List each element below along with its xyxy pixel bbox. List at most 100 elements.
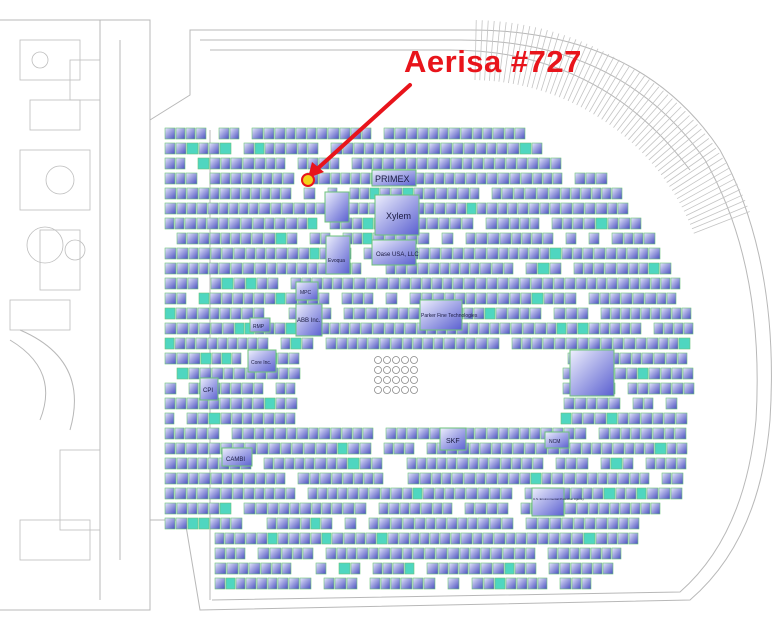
booth — [359, 457, 372, 470]
booth — [553, 292, 565, 305]
booth — [501, 517, 514, 530]
lobby-structure — [29, 99, 81, 131]
booth — [342, 472, 354, 485]
booth — [441, 472, 452, 485]
booth — [327, 127, 340, 140]
lounge-table — [392, 356, 400, 364]
booth — [231, 412, 243, 425]
booth — [264, 292, 276, 305]
booth — [343, 307, 354, 320]
booth — [469, 547, 481, 560]
booth — [230, 307, 242, 320]
booth — [463, 277, 476, 290]
booth — [305, 202, 316, 215]
booth — [543, 292, 554, 305]
booth — [482, 532, 494, 545]
booth — [365, 532, 377, 545]
booth-parker — [419, 299, 463, 331]
booth — [238, 562, 249, 575]
booth — [565, 307, 578, 320]
hatch-line — [616, 82, 655, 131]
booth — [186, 232, 199, 245]
booth — [525, 262, 538, 275]
booth — [196, 217, 207, 230]
booth — [265, 472, 276, 485]
booth — [419, 472, 432, 485]
booth — [319, 472, 332, 485]
booth — [260, 187, 271, 200]
booth — [629, 277, 640, 290]
booth — [623, 337, 636, 350]
booth — [233, 277, 246, 290]
booth — [510, 322, 523, 335]
hatch-line — [498, 22, 507, 82]
booth — [597, 472, 608, 485]
booth — [362, 217, 374, 230]
booth — [472, 127, 483, 140]
booth — [670, 487, 683, 500]
booth — [468, 562, 481, 575]
booth — [187, 457, 198, 470]
booth — [253, 382, 264, 395]
booth — [186, 307, 198, 320]
booth — [275, 472, 286, 485]
booth — [186, 487, 197, 500]
booth — [230, 187, 241, 200]
booth — [351, 157, 363, 170]
booth — [237, 337, 248, 350]
booth — [253, 292, 265, 305]
booth — [392, 562, 405, 575]
booth — [264, 427, 275, 440]
booth — [450, 532, 461, 545]
booth-abb — [295, 303, 323, 337]
lounge-table — [383, 366, 391, 374]
booth — [416, 142, 429, 155]
booth — [519, 427, 530, 440]
booth — [384, 322, 395, 335]
booth — [575, 472, 588, 485]
booth — [441, 232, 454, 245]
booth — [438, 157, 451, 170]
booth — [164, 457, 177, 470]
booth — [598, 427, 610, 440]
booth — [554, 337, 566, 350]
booth — [475, 277, 487, 290]
booth — [584, 517, 596, 530]
booth — [197, 502, 209, 515]
booth — [498, 427, 509, 440]
booth — [600, 457, 611, 470]
booth — [385, 427, 397, 440]
lounge-table — [410, 356, 418, 364]
booth — [266, 517, 277, 530]
booth — [475, 337, 488, 350]
booth — [358, 202, 369, 215]
booth — [250, 187, 261, 200]
booth — [262, 172, 273, 185]
booth — [164, 172, 176, 185]
booth — [382, 157, 395, 170]
booth — [227, 337, 238, 350]
lobby-feature — [45, 165, 75, 195]
booth — [631, 352, 642, 365]
seating-hatching — [474, 20, 750, 234]
booth — [229, 127, 240, 140]
booth — [605, 247, 617, 260]
booth — [164, 292, 177, 305]
booth — [402, 337, 413, 350]
booth — [264, 217, 275, 230]
booth — [281, 562, 292, 575]
booth — [336, 337, 348, 350]
booth-rmp — [249, 317, 271, 333]
booth — [197, 457, 208, 470]
booth — [175, 172, 186, 185]
booth — [310, 517, 321, 530]
booth — [288, 367, 301, 380]
booth — [187, 502, 198, 515]
booth — [376, 277, 389, 290]
booth — [493, 532, 506, 545]
booth — [566, 322, 578, 335]
booth — [164, 187, 177, 200]
booth — [164, 517, 176, 530]
booth — [425, 517, 436, 530]
